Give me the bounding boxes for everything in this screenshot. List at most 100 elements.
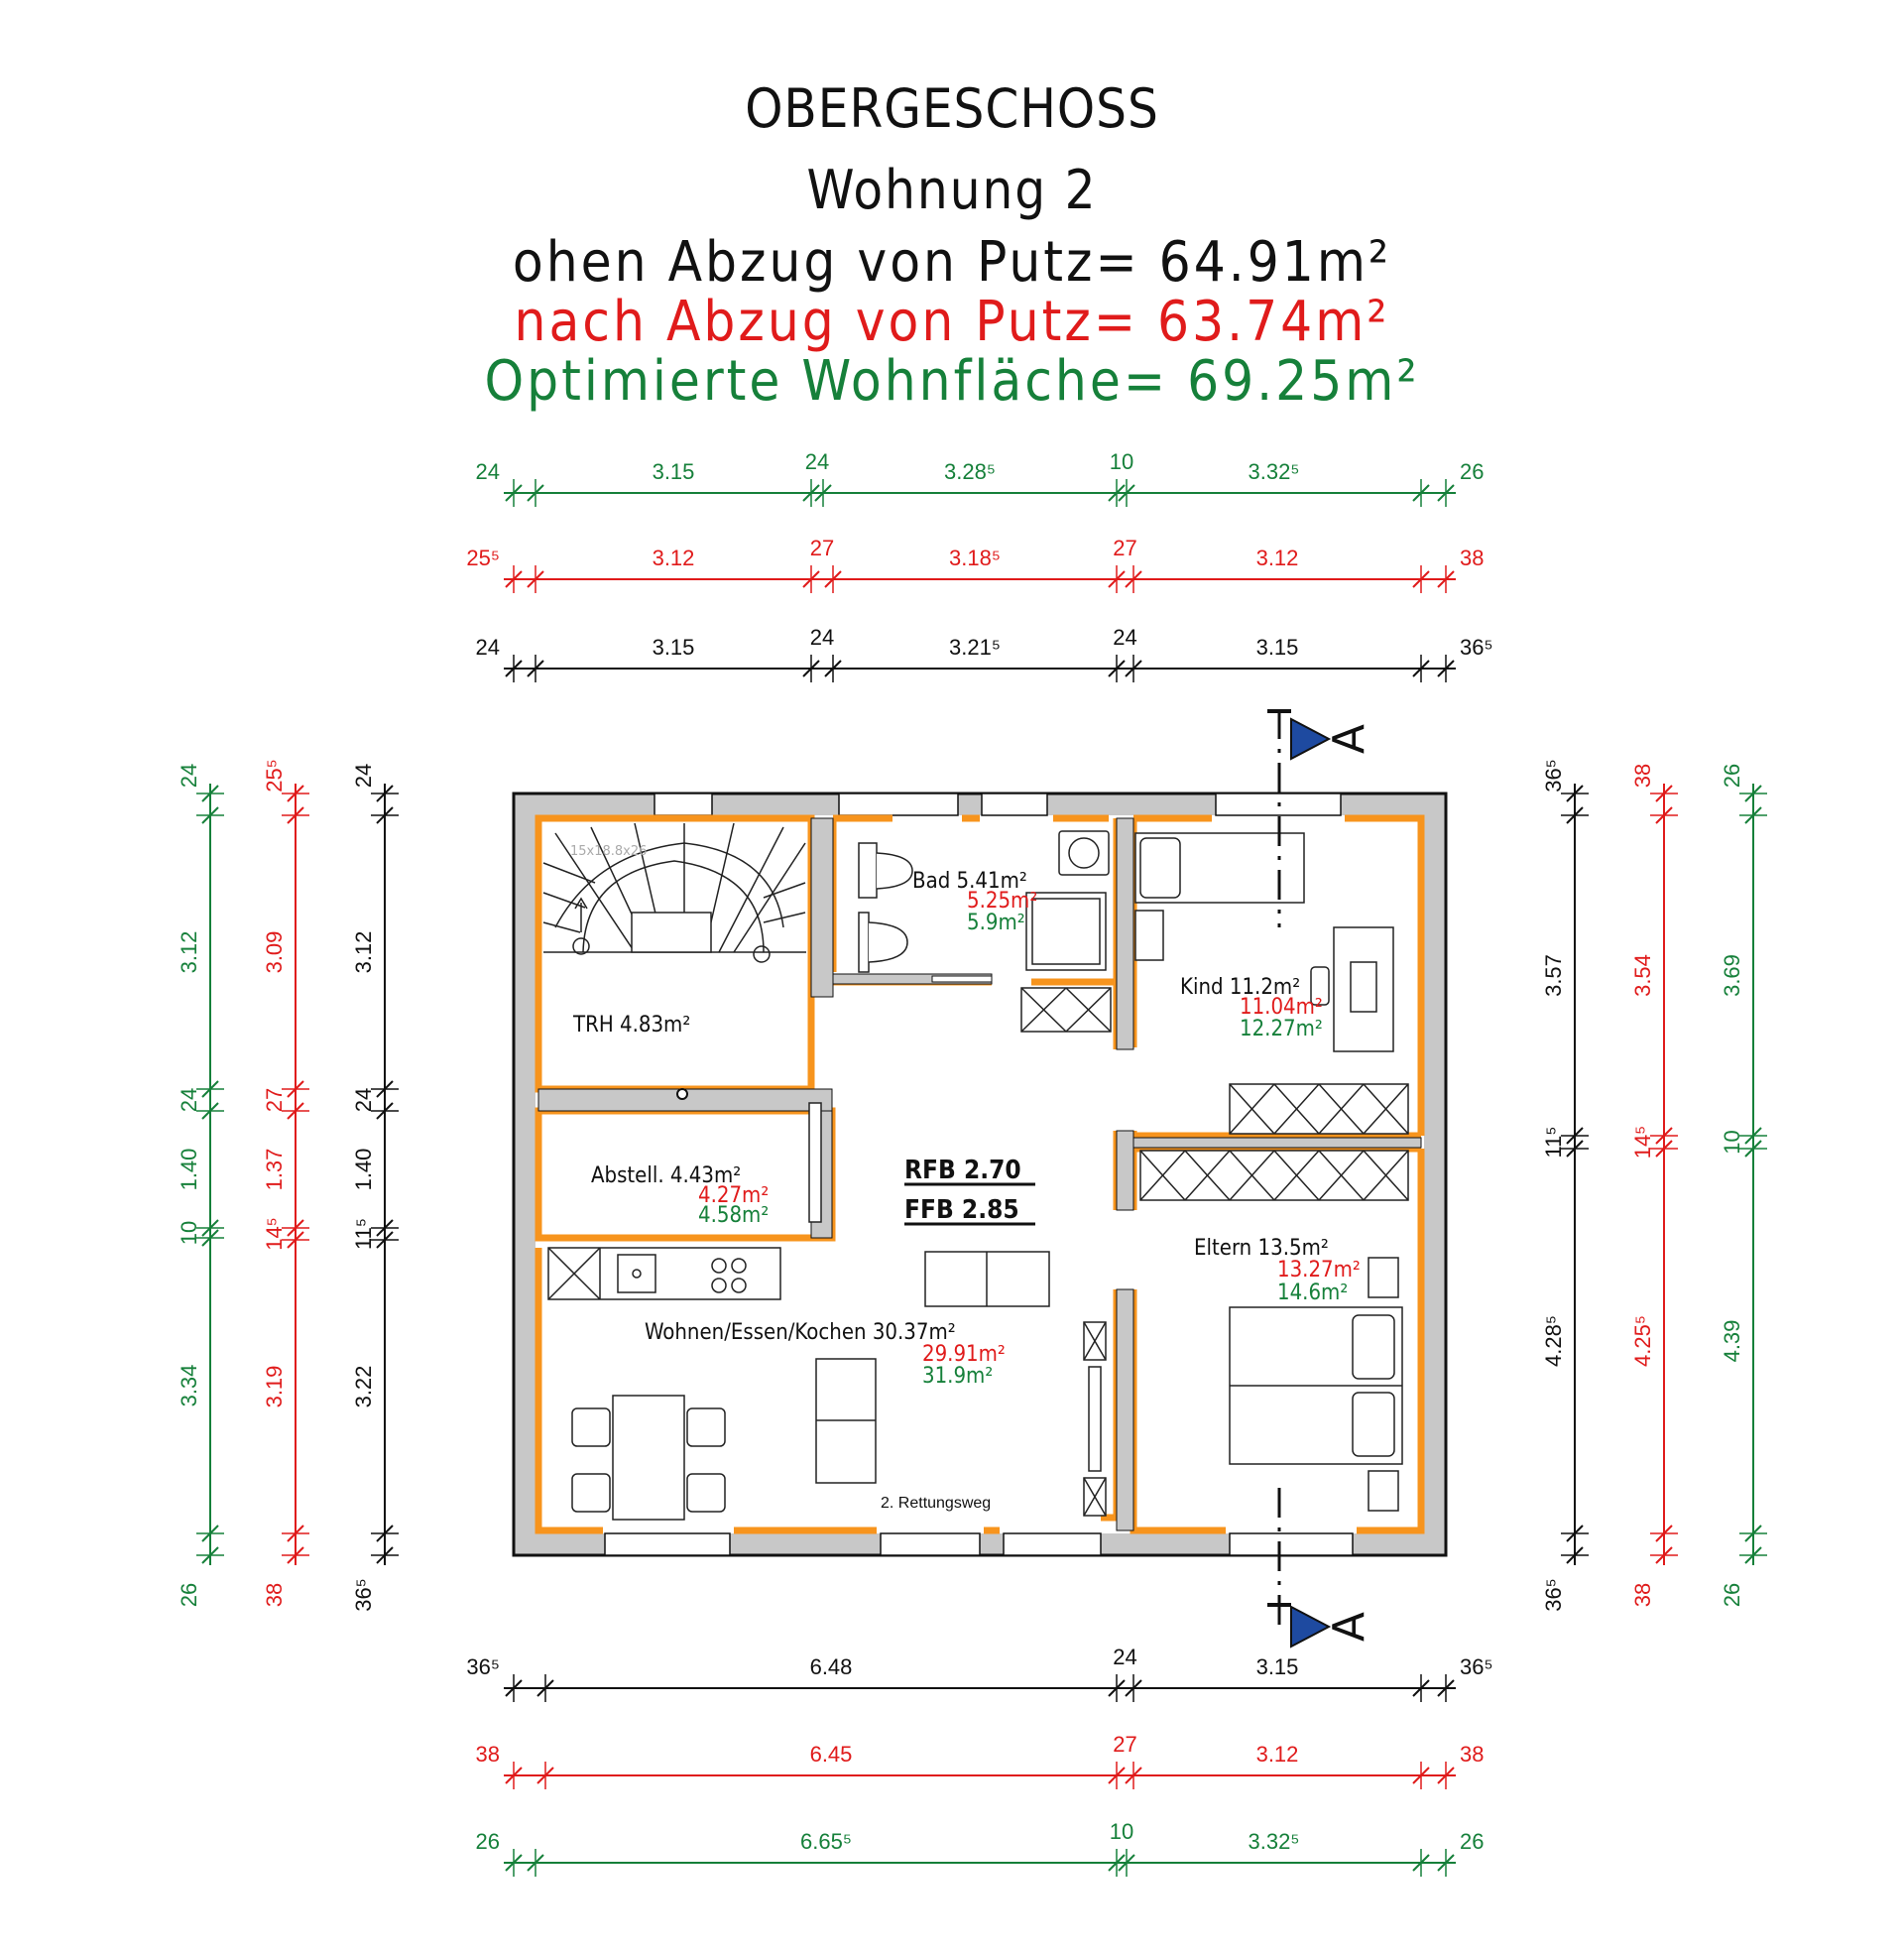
dimension-label: 3.15 <box>1256 635 1299 660</box>
dimension-label: 24 <box>177 764 201 788</box>
room-abstell-opt: 4.58m² <box>698 1203 769 1228</box>
dimension-label: 27 <box>1113 1732 1136 1757</box>
dimension-label: 10 <box>1110 449 1133 474</box>
dimension-label: 38 <box>1460 1742 1484 1767</box>
dimension-label: 3.18⁵ <box>949 546 1001 570</box>
room-eltern-net: 13.27m² <box>1277 1258 1361 1282</box>
dimension-label: 3.22 <box>351 1366 376 1408</box>
dimension-label: 11⁵ <box>351 1218 376 1250</box>
room-trh-label: TRH 4.83m² <box>572 1013 690 1038</box>
dimension-label: 36⁵ <box>1541 1578 1566 1612</box>
dimension-label: 26 <box>1460 1829 1484 1854</box>
dimension-label: 24 <box>1113 1645 1136 1669</box>
dimension-label: 38 <box>476 1742 500 1767</box>
dimension-label: 3.12 <box>177 931 201 974</box>
dimension-label: 36⁵ <box>1541 759 1566 793</box>
room-abstell-net: 4.27m² <box>698 1183 769 1208</box>
section-label-bottom: A <box>1324 1612 1374 1642</box>
dimension-label: 26 <box>177 1583 201 1607</box>
net-area: nach Abzug von Putz= 63.74m² <box>514 290 1390 354</box>
dimension-label: 3.34 <box>177 1365 201 1407</box>
dimension-label: 1.40 <box>351 1149 376 1191</box>
dimension-label: 10 <box>1110 1819 1133 1844</box>
dimension-label: 3.12 <box>653 546 695 570</box>
dimension-label: 36⁵ <box>1460 635 1493 660</box>
dimension-label: 26 <box>476 1829 500 1854</box>
dimension-label: 38 <box>262 1583 287 1607</box>
dimension-label: 36⁵ <box>466 1654 500 1679</box>
room-bad-label: Bad 5.41m² <box>912 869 1027 894</box>
dimension-label: 24 <box>810 625 834 650</box>
interior-walls <box>537 817 1422 1531</box>
dimension-label: 4.39 <box>1720 1320 1744 1363</box>
level-ffb: FFB 2.85 <box>904 1195 1019 1225</box>
dimension-label: 24 <box>805 449 829 474</box>
dimension-label: 3.54 <box>1630 954 1655 997</box>
room-bad-opt: 5.9m² <box>967 911 1025 935</box>
dimension-label: 3.28⁵ <box>944 459 996 484</box>
dimension-label: 3.57 <box>1541 954 1566 997</box>
dimension-label: 3.21⁵ <box>949 635 1001 660</box>
room-bad-net: 5.25m² <box>967 889 1037 914</box>
room-wohnen-label: Wohnen/Essen/Kochen 30.37m² <box>645 1320 956 1345</box>
dimension-label: 4.28⁵ <box>1541 1315 1566 1367</box>
dimension-label: 10 <box>1720 1130 1744 1154</box>
dimension-label: 14⁵ <box>262 1217 287 1251</box>
section-label-top: A <box>1324 724 1374 754</box>
dimension-label: 3.69 <box>1720 954 1744 997</box>
dimension-label: 3.15 <box>1256 1654 1299 1679</box>
living-furniture <box>547 1102 1107 1521</box>
room-kind-net: 11.04m² <box>1240 995 1323 1020</box>
dimension-label: 27 <box>1113 536 1136 560</box>
dimension-label: 6.65⁵ <box>800 1829 852 1854</box>
room-kind-opt: 12.27m² <box>1240 1017 1323 1041</box>
dimension-label: 27 <box>262 1088 287 1112</box>
dimension-label: 25⁵ <box>466 546 500 570</box>
room-abstell-label: Abstell. 4.43m² <box>591 1163 741 1188</box>
kids-room-furniture <box>1134 832 1409 1135</box>
stair-spec: 15x18.8x26 <box>570 844 647 859</box>
room-kind-label: Kind 11.2m² <box>1180 975 1300 1000</box>
dimension-label: 4.25⁵ <box>1630 1315 1655 1367</box>
dimension-label: 24 <box>351 1088 376 1112</box>
room-eltern-label: Eltern 13.5m² <box>1194 1236 1329 1261</box>
dimension-label: 24 <box>177 1088 201 1112</box>
dimension-label: 3.15 <box>653 635 695 660</box>
dimension-label: 10 <box>177 1221 201 1245</box>
room-wohnen-net: 29.91m² <box>922 1342 1006 1367</box>
dimension-label: 14⁵ <box>1630 1126 1655 1160</box>
dimension-label: 3.32⁵ <box>1249 1829 1300 1854</box>
dimension-label: 6.48 <box>810 1654 853 1679</box>
dimension-label: 38 <box>1630 1583 1655 1607</box>
dimension-label: 36⁵ <box>351 1578 376 1612</box>
dimension-label: 3.15 <box>653 459 695 484</box>
dimension-label: 25⁵ <box>262 759 287 793</box>
dimension-label: 6.45 <box>810 1742 853 1767</box>
dimension-label: 24 <box>1113 625 1136 650</box>
dimension-label: 3.09 <box>262 931 287 974</box>
room-labels: TRH 4.83m² Bad 5.41m² 5.25m² 5.9m² Kind … <box>572 869 1361 1512</box>
dimension-label: 3.32⁵ <box>1249 459 1300 484</box>
gross-area: ohen Abzug von Putz= 64.91m² <box>512 230 1392 295</box>
dimension-label: 24 <box>351 764 376 788</box>
unit-title: Wohnung 2 <box>806 159 1098 221</box>
dimension-label: 1.37 <box>262 1149 287 1191</box>
dimension-label: 1.40 <box>177 1149 201 1191</box>
dimension-label: 3.19 <box>262 1366 287 1408</box>
dimension-chains: 24 3.15 24 3.28⁵ 10 3.32⁵ 26 25⁵ 3.12 27 3.18⁵ 27 3.… <box>177 449 1767 1877</box>
dimension-label: 24 <box>476 459 500 484</box>
dimension-label: 24 <box>476 635 500 660</box>
parents-room-furniture <box>1139 1150 1409 1512</box>
dimension-label: 11⁵ <box>1541 1127 1566 1159</box>
floor-title: OBERGESCHOSS <box>745 77 1159 140</box>
dimension-label: 38 <box>1460 546 1484 570</box>
dimension-label: 26 <box>1720 1583 1744 1607</box>
bathroom-fixtures <box>858 830 1112 1033</box>
dimension-label: 3.12 <box>1256 1742 1299 1767</box>
level-rfb: RFB 2.70 <box>904 1156 1021 1185</box>
dimension-label: 3.12 <box>1256 546 1299 570</box>
room-wohnen-opt: 31.9m² <box>922 1364 993 1389</box>
dimension-label: 27 <box>810 536 834 560</box>
dimension-label: 36⁵ <box>1460 1654 1493 1679</box>
